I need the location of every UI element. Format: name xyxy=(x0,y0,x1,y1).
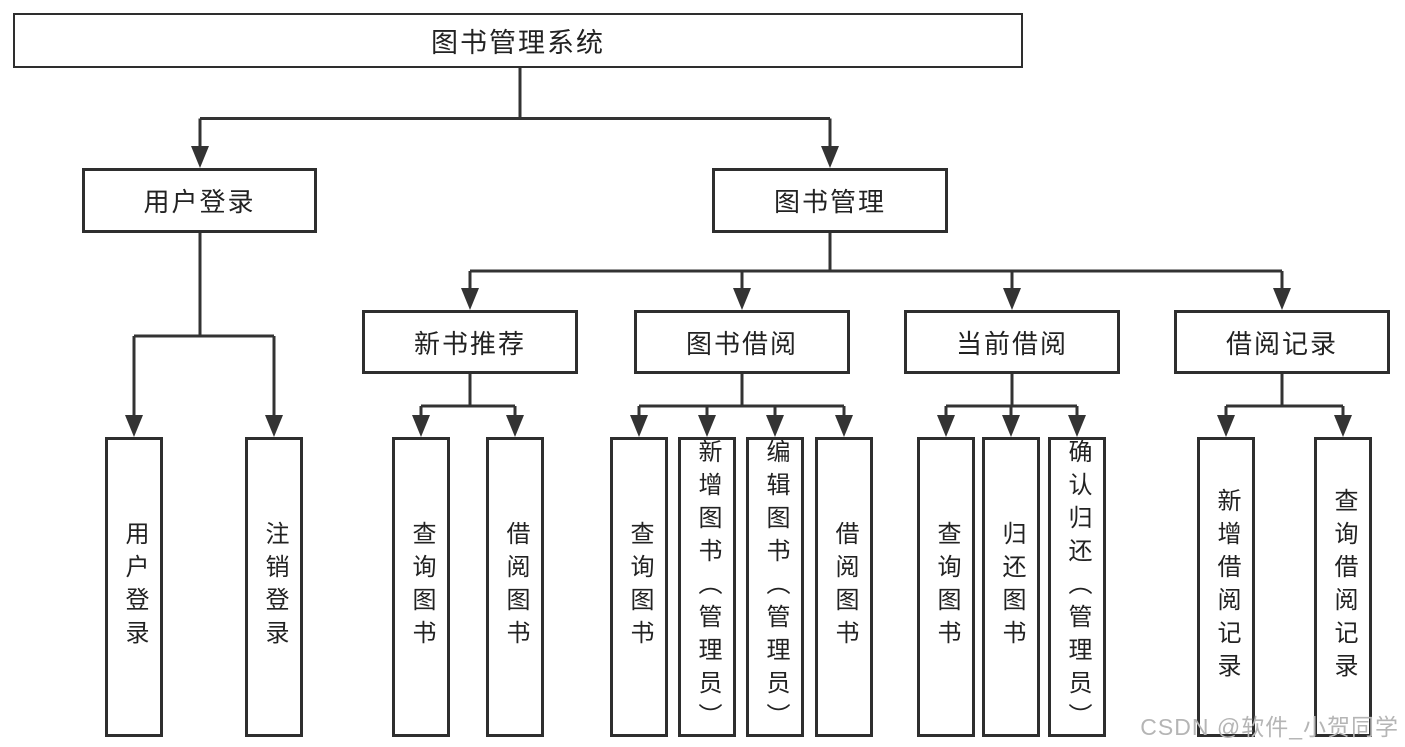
leaf-return-books-label: 归还图书 xyxy=(998,521,1025,653)
arrowhead-icon xyxy=(630,415,648,437)
node-new-book-recommend-label: 新书推荐 xyxy=(413,328,526,359)
connector-borrowrecords-to-leaves xyxy=(1217,374,1352,437)
arrowhead-icon xyxy=(265,415,283,437)
leaf-logout: 注销登录 xyxy=(245,437,303,737)
leaf-borrow-books-2-label: 借阅图书 xyxy=(831,521,858,653)
arrowhead-icon xyxy=(821,146,839,168)
csdn-watermark: CSDN @软件_小贺同学 xyxy=(1140,714,1399,740)
connector-root-to-level2 xyxy=(191,68,839,168)
leaf-query-books-2: 查询图书 xyxy=(610,437,668,737)
node-new-book-recommend: 新书推荐 xyxy=(362,310,578,374)
arrowhead-icon xyxy=(1002,415,1020,437)
node-root-label: 图书管理系统 xyxy=(431,28,605,58)
leaf-add-borrow-record-label: 新增借阅记录 xyxy=(1213,488,1240,686)
connector-bookmgmt-to-level3 xyxy=(461,233,1291,310)
connector-newbookrec-to-leaves xyxy=(412,374,524,437)
arrowhead-icon xyxy=(698,415,716,437)
node-book-management: 图书管理 xyxy=(712,168,948,233)
node-book-borrowing: 图书借阅 xyxy=(634,310,850,374)
arrowhead-icon xyxy=(766,415,784,437)
connector-currentborrow-to-leaves xyxy=(937,374,1086,437)
arrowhead-icon xyxy=(937,415,955,437)
arrowhead-icon xyxy=(191,146,209,168)
node-current-borrowing-label: 当前借阅 xyxy=(955,328,1068,359)
leaf-add-borrow-record: 新增借阅记录 xyxy=(1197,437,1255,737)
leaf-add-books-admin-label: 新增图书（管理员） xyxy=(694,438,721,736)
node-borrowing-records: 借阅记录 xyxy=(1174,310,1390,374)
arrowhead-icon xyxy=(1217,415,1235,437)
leaf-user-login-label: 用户登录 xyxy=(121,521,148,653)
connector-userlogin-to-leaves xyxy=(125,233,283,437)
node-borrowing-records-label: 借阅记录 xyxy=(1225,328,1338,359)
leaf-confirm-return-admin-label: 确认归还（管理员） xyxy=(1064,438,1091,736)
arrowhead-icon xyxy=(733,288,751,310)
node-root: 图书管理系统 xyxy=(13,13,1023,68)
leaf-edit-books-admin-label: 编辑图书（管理员） xyxy=(762,438,789,736)
arrowhead-icon xyxy=(1068,415,1086,437)
leaf-user-login: 用户登录 xyxy=(105,437,163,737)
leaf-query-borrow-record: 查询借阅记录 xyxy=(1314,437,1372,737)
arrowhead-icon xyxy=(412,415,430,437)
arrowhead-icon xyxy=(1334,415,1352,437)
leaf-return-books: 归还图书 xyxy=(982,437,1040,737)
node-current-borrowing: 当前借阅 xyxy=(904,310,1120,374)
leaf-query-books-2-label: 查询图书 xyxy=(626,521,653,653)
arrowhead-icon xyxy=(1273,288,1291,310)
leaf-borrow-books-2: 借阅图书 xyxy=(815,437,873,737)
connector-bookborrow-to-leaves xyxy=(630,374,853,437)
leaf-logout-label: 注销登录 xyxy=(261,521,288,653)
leaf-query-books-1-label: 查询图书 xyxy=(408,521,435,653)
leaf-edit-books-admin: 编辑图书（管理员） xyxy=(746,437,804,737)
arrowhead-icon xyxy=(125,415,143,437)
arrowhead-icon xyxy=(506,415,524,437)
arrowhead-icon xyxy=(835,415,853,437)
node-user-login-label: 用户登录 xyxy=(143,187,256,217)
node-book-management-label: 图书管理 xyxy=(773,187,886,217)
arrowhead-icon xyxy=(461,288,479,310)
arrowhead-icon xyxy=(1003,288,1021,310)
leaf-query-borrow-record-label: 查询借阅记录 xyxy=(1330,488,1357,686)
node-user-login: 用户登录 xyxy=(82,168,317,233)
leaf-query-books-3-label: 查询图书 xyxy=(933,521,960,653)
leaf-borrow-books-1: 借阅图书 xyxy=(486,437,544,737)
node-book-borrowing-label: 图书借阅 xyxy=(685,328,798,359)
leaf-query-books-3: 查询图书 xyxy=(917,437,975,737)
leaf-add-books-admin: 新增图书（管理员） xyxy=(678,437,736,737)
leaf-borrow-books-1-label: 借阅图书 xyxy=(502,521,529,653)
leaf-confirm-return-admin: 确认归还（管理员） xyxy=(1048,437,1106,737)
leaf-query-books-1: 查询图书 xyxy=(392,437,450,737)
